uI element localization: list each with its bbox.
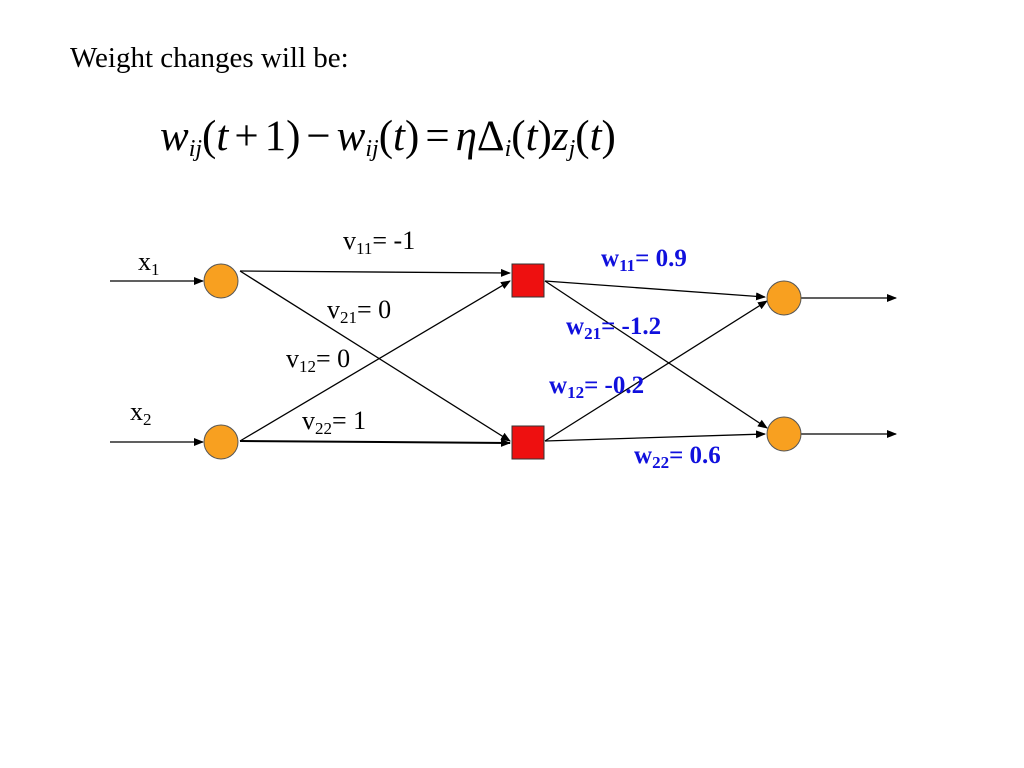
weight-label-v21: v21= 0	[327, 295, 391, 327]
output-node-2	[766, 416, 802, 452]
weight-label-v22: v22= 1	[302, 406, 366, 438]
edge-v21	[239, 270, 511, 442]
edge-w12	[544, 300, 768, 442]
weight-label-w12: w12= -0.2	[549, 372, 644, 402]
weight-label-w11: w11= 0.9	[601, 245, 687, 275]
input-label-x2: x2	[130, 397, 152, 429]
edge-v12	[239, 280, 511, 442]
weight-update-formula: wij(t+1)−wij(t)=ηΔi(t)zj(t)	[160, 113, 616, 162]
edge-w21	[544, 280, 768, 429]
output-node-1	[766, 280, 802, 316]
weight-label-w21: w21= -1.2	[566, 313, 661, 343]
edge-w22	[544, 430, 766, 442]
hidden-node-1	[511, 263, 545, 298]
weight-label-w22: w22= 0.6	[634, 442, 721, 472]
edge-w11	[544, 280, 766, 301]
input-node-1	[203, 263, 239, 299]
input-node-2	[203, 424, 239, 460]
edge-v11	[239, 268, 511, 277]
input-label-x1: x1	[138, 247, 160, 279]
edge-v22	[239, 438, 511, 447]
page-title: Weight changes will be:	[70, 42, 349, 74]
weight-label-v11: v11= -1	[343, 226, 415, 258]
hidden-node-2	[511, 425, 545, 460]
weight-label-v12: v12= 0	[286, 344, 350, 376]
